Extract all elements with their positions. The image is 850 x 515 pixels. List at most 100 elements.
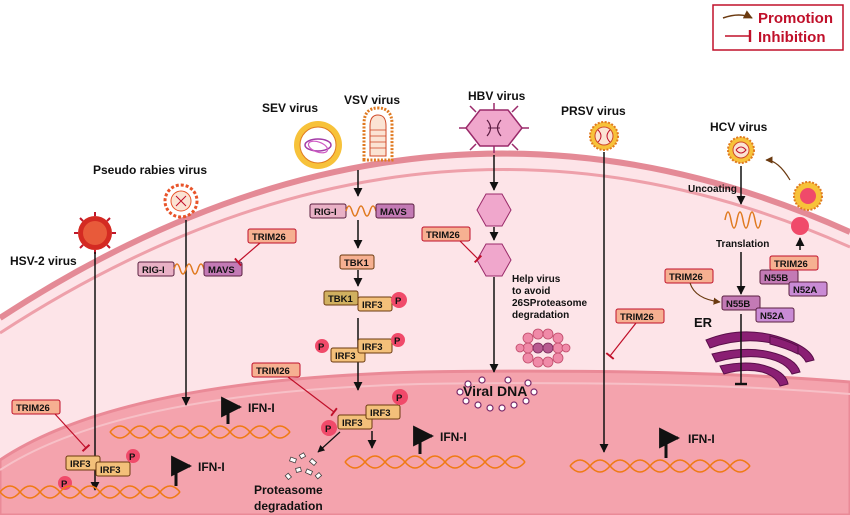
- svg-text:TBK1: TBK1: [344, 258, 370, 269]
- dna-pseudorabies: [109, 425, 291, 439]
- hbv-capsid-1: [476, 193, 512, 227]
- svg-text:P: P: [129, 452, 136, 463]
- dna-hsv2: [0, 485, 181, 499]
- svg-text:TRIM26: TRIM26: [620, 312, 654, 323]
- hsv2-virus-icon: [74, 212, 116, 254]
- ifn-prsv: IFN-I: [688, 432, 715, 446]
- svg-text:IRF3: IRF3: [362, 300, 383, 311]
- svg-text:MAVS: MAVS: [208, 265, 235, 276]
- n55b-left: [721, 295, 761, 311]
- svg-text:TRIM26: TRIM26: [669, 272, 703, 283]
- help-virus-4: degradation: [512, 310, 569, 321]
- pseudorabies-label: Pseudo rabies virus: [93, 163, 207, 177]
- er-organelle: [705, 331, 815, 387]
- vsv-label: VSV virus: [344, 93, 400, 107]
- prsv-virus-icon: [589, 121, 619, 151]
- svg-text:N55B: N55B: [726, 299, 750, 310]
- svg-text:IRF3: IRF3: [370, 408, 391, 419]
- hcv-virus-icon: [727, 136, 755, 164]
- hbv-pathway: HBV virus TRIM26 Help virus to avoid 26S…: [421, 89, 587, 412]
- sev-virus-icon: [294, 121, 342, 169]
- hbv-label: HBV virus: [468, 89, 526, 103]
- legend-promotion: Promotion: [758, 10, 833, 27]
- cell-membrane-inner: [0, 168, 850, 335]
- hbv-virus-icon: [459, 103, 529, 153]
- translation-label: Translation: [716, 239, 769, 250]
- legend: Promotion Inhibition: [712, 4, 844, 51]
- tbk1-vsv: [339, 254, 375, 270]
- trim26-prsv: [615, 308, 665, 324]
- trim26-hcv-right: [769, 255, 819, 271]
- irf3-dimer-a: [330, 347, 366, 363]
- prsv-label: PRSV virus: [561, 104, 626, 118]
- proteasome-icon: [515, 328, 571, 368]
- svg-text:TRIM26: TRIM26: [16, 403, 50, 414]
- dna-vsv: [344, 455, 526, 469]
- svg-text:IRF3: IRF3: [335, 351, 356, 362]
- svg-text:TBK1: TBK1: [328, 294, 354, 305]
- prsv-pathway: PRSV virus TRIM26 IFN-I: [561, 104, 751, 473]
- promotion-arrow-icon: [722, 10, 753, 19]
- irf3-hsv2-b: [95, 461, 131, 477]
- help-virus-3: 26SProteasome: [512, 298, 587, 309]
- svg-text:IRF3: IRF3: [362, 342, 383, 353]
- trim26-vsv: [251, 362, 301, 378]
- svg-text:IRF3: IRF3: [100, 465, 121, 476]
- svg-text:IRF3: IRF3: [70, 459, 91, 470]
- sev-vsv-pathway: SEV virus VSV virus RIG-I MAVS TBK1 TBK1: [251, 93, 526, 513]
- vsv-virus-icon: [362, 106, 394, 162]
- svg-text:N55B: N55B: [764, 273, 788, 284]
- svg-text:N52A: N52A: [793, 285, 817, 296]
- svg-text:RIG-I: RIG-I: [142, 265, 165, 276]
- ifn-hsv2: IFN-I: [198, 460, 225, 474]
- svg-text:IRF3: IRF3: [342, 418, 363, 429]
- help-virus-1: Help virus: [512, 274, 561, 285]
- svg-text:MAVS: MAVS: [380, 207, 407, 218]
- irf3-complex: [357, 296, 393, 312]
- svg-text:P: P: [396, 393, 403, 404]
- svg-text:TRIM26: TRIM26: [252, 232, 286, 243]
- hcv-label: HCV virus: [710, 120, 768, 134]
- cell-membrane-outer: [0, 150, 850, 321]
- dna-prsv: [569, 459, 751, 473]
- viral-dna-label: Viral DNA: [463, 383, 527, 399]
- hcv-assembled-capsid: [791, 217, 809, 235]
- pseudorabies-pathway: Pseudo rabies virus RIG-I MAVS TRIM26 IF…: [93, 163, 297, 439]
- svg-text:TRIM26: TRIM26: [774, 259, 808, 270]
- hsv2-pathway: HSV-2 virus TRIM26 IRF3 IRF3 P P IFN-I: [0, 212, 225, 499]
- svg-text:P: P: [61, 479, 68, 490]
- proteasome-fragments: [284, 452, 323, 481]
- svg-text:TRIM26: TRIM26: [426, 230, 460, 241]
- hsv2-label: HSV-2 virus: [10, 254, 77, 268]
- ifn-pseudorabies: IFN-I: [248, 401, 275, 415]
- svg-text:P: P: [394, 336, 401, 347]
- trim26-pseudorabies: [247, 228, 297, 244]
- phospho-hsv2-b: [126, 449, 140, 463]
- svg-text:P: P: [325, 424, 332, 435]
- er-label: ER: [694, 315, 713, 330]
- proteasome-degradation-1: Proteasome: [254, 483, 323, 497]
- uncoating-label: Uncoating: [688, 184, 737, 195]
- hcv-pathway: HCV virus Uncoating Translation TRIM26 N…: [664, 120, 828, 387]
- trim26-hbv: [421, 226, 471, 242]
- phospho-nucleus-a: [321, 420, 337, 436]
- mavs-pseudorabies: [203, 261, 243, 277]
- irf3-nucleus-a: [337, 414, 373, 430]
- hcv-rna-icon: [724, 211, 762, 229]
- irf3-dimer-b: [357, 338, 393, 354]
- mavs-vsv: [375, 203, 415, 219]
- svg-text:RIG-I: RIG-I: [314, 207, 337, 218]
- phospho-nucleus-b: [392, 389, 408, 405]
- phospho-dimer-a: [315, 339, 329, 353]
- irf3-nucleus-b: [365, 404, 401, 420]
- svg-text:P: P: [395, 296, 402, 307]
- n52a-bottom: [755, 307, 795, 323]
- sev-label: SEV virus: [262, 101, 318, 115]
- hcv-new-virion-icon: [793, 181, 823, 211]
- phospho-dimer-b: [391, 333, 405, 347]
- help-virus-2: to avoid: [512, 286, 550, 297]
- n52a-top: [788, 281, 828, 297]
- svg-text:TRIM26: TRIM26: [256, 366, 290, 377]
